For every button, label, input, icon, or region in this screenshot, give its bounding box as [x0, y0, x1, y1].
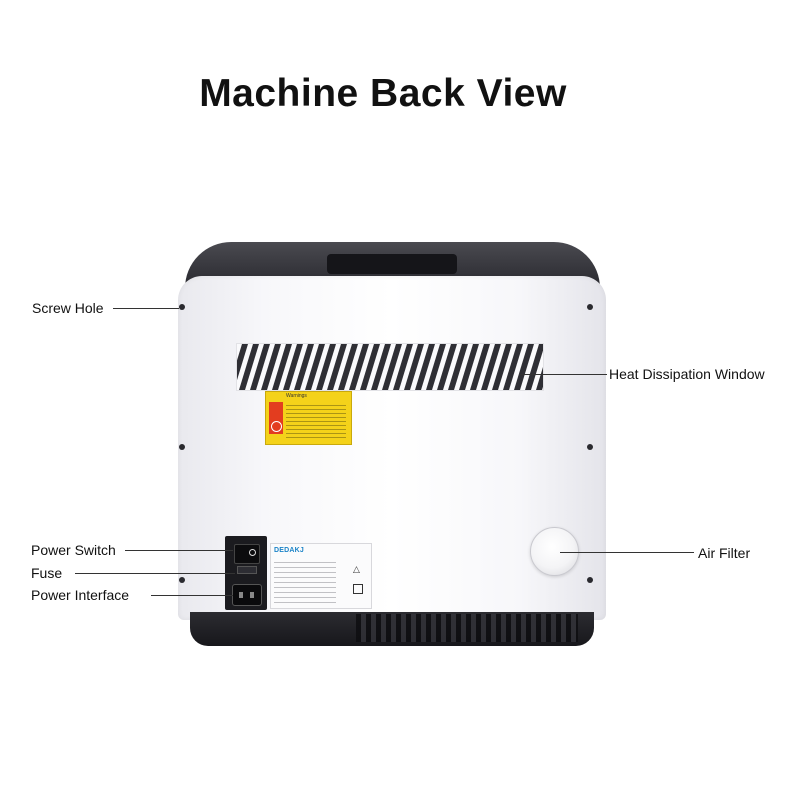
- vent-slat: [327, 344, 347, 390]
- callout-air-filter: Air Filter: [698, 545, 751, 561]
- callout-screw-hole: Screw Hole: [32, 300, 104, 316]
- power-symbol-icon: [249, 549, 256, 556]
- vent-slat: [382, 344, 402, 390]
- vent-slat: [272, 344, 292, 390]
- power-interface[interactable]: [232, 584, 262, 606]
- vent-slat: [448, 344, 468, 390]
- patient-symbol-icon: △: [353, 564, 360, 574]
- vent-slat: [481, 344, 501, 390]
- vent-slats: [237, 344, 543, 390]
- leader-power-switch: [125, 550, 233, 551]
- leader-fuse: [75, 573, 235, 574]
- fuse-holder: [237, 566, 257, 574]
- caution-panel: [269, 402, 283, 434]
- vent-slat: [371, 344, 391, 390]
- vent-slat: [283, 344, 303, 390]
- socket-pin: [250, 592, 254, 598]
- vent-slat: [261, 344, 281, 390]
- rating-text-lines: [274, 558, 336, 604]
- brand-logo: DEDAKJ: [274, 547, 304, 554]
- warning-sticker: Warnings: [265, 391, 352, 445]
- screw-hole-bottom-right: [587, 577, 593, 583]
- vent-slat: [294, 344, 314, 390]
- vent-slat: [393, 344, 413, 390]
- vent-slat: [360, 344, 380, 390]
- callout-power-switch: Power Switch: [31, 542, 116, 558]
- warning-text-lines: [286, 402, 346, 440]
- vent-slat: [415, 344, 435, 390]
- air-filter[interactable]: [530, 527, 579, 576]
- page-title: Machine Back View: [199, 72, 567, 115]
- prohibited-icon: [271, 421, 282, 432]
- vent-slat: [338, 344, 358, 390]
- vent-slat: [349, 344, 369, 390]
- screw-hole-mid-left: [179, 444, 185, 450]
- carry-handle: [327, 254, 457, 274]
- callout-heat-dissipation-window: Heat Dissipation Window: [609, 366, 765, 382]
- vent-slat: [536, 367, 543, 390]
- screw-hole-top-right: [587, 304, 593, 310]
- screw-hole-mid-right: [587, 444, 593, 450]
- vent-slat: [525, 344, 543, 390]
- leader-air-filter: [560, 552, 694, 553]
- vent-slat: [492, 344, 512, 390]
- leader-screw-hole: [113, 308, 179, 309]
- callout-fuse: Fuse: [31, 565, 63, 581]
- vent-slat: [503, 344, 523, 390]
- heat-dissipation-window: [236, 343, 544, 391]
- vent-slat: [437, 344, 457, 390]
- class-ii-icon: [353, 584, 363, 594]
- leader-heat-dissipation-window: [520, 374, 607, 375]
- callout-power-interface: Power Interface: [31, 587, 130, 603]
- vent-slat: [426, 344, 446, 390]
- power-switch[interactable]: [234, 544, 260, 564]
- base-vents: [356, 614, 578, 642]
- leader-power-interface: [151, 595, 233, 596]
- vent-slat: [239, 344, 259, 390]
- vent-slat: [250, 344, 270, 390]
- vent-slat: [470, 344, 490, 390]
- socket-pin: [239, 592, 243, 598]
- vent-slat: [459, 344, 479, 390]
- rating-label: DEDAKJ △: [270, 543, 372, 609]
- vent-slat: [514, 344, 534, 390]
- warning-heading: Warnings: [286, 393, 307, 399]
- vent-slat: [404, 344, 424, 390]
- screw-hole-top-left: [179, 304, 185, 310]
- vent-slat: [305, 344, 325, 390]
- vent-slat: [316, 344, 336, 390]
- screw-hole-bottom-left: [179, 577, 185, 583]
